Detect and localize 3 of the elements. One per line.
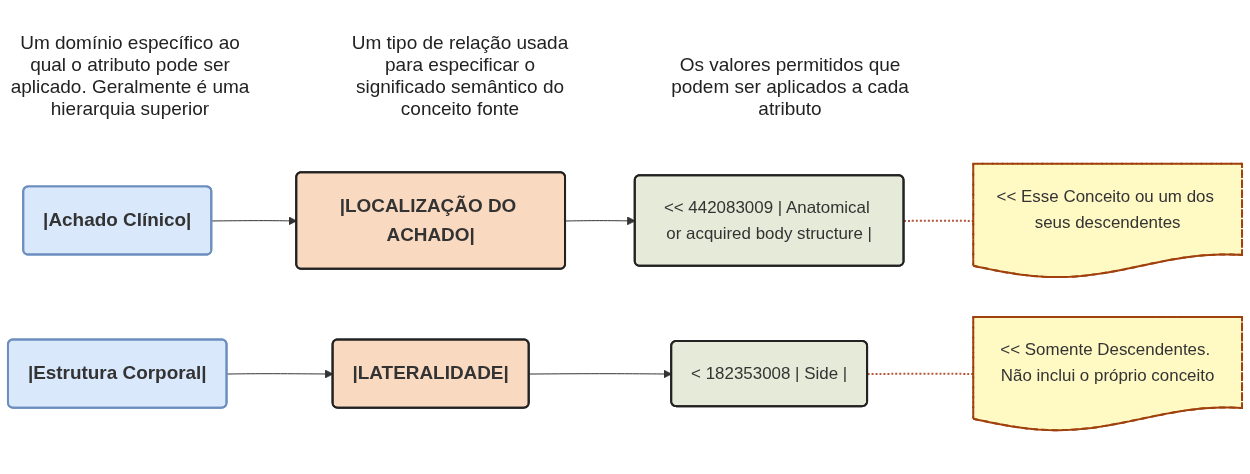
column-note: Um domínio específico ao qual o atributo pode ser aplicado. Geralmente é uma hierarquia superior — [10, 32, 250, 120]
column-note: Um tipo de relação usada para especificar o significado semântico do conceito fonte — [350, 32, 570, 120]
column-note: Os valores permitidos que podem ser aplicados a cada atributo — [670, 54, 910, 120]
